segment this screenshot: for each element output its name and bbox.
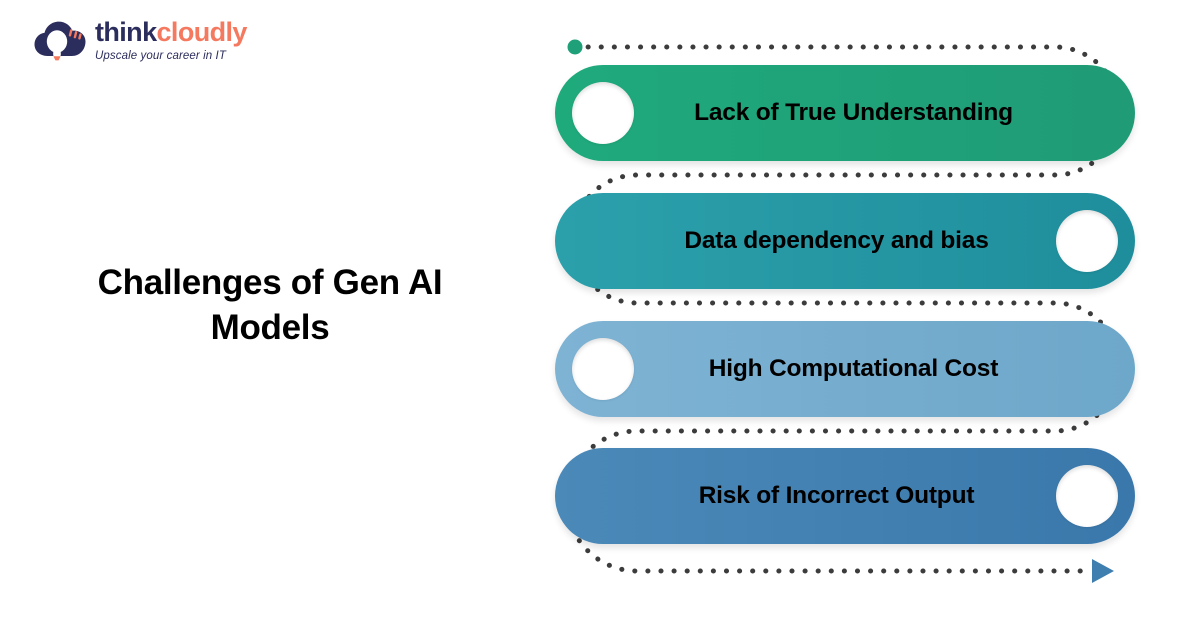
flow-step-label: Lack of True Understanding	[694, 99, 1013, 126]
brand-wordmark: thinkcloudly Upscale your career in IT	[95, 19, 247, 63]
flow-step-4[interactable]: Risk of Incorrect Output	[555, 448, 1135, 544]
brand-logo: thinkcloudly Upscale your career in IT	[34, 18, 247, 64]
flow-step-1[interactable]: Lack of True Understanding	[555, 65, 1135, 161]
flow-step-3[interactable]: High Computational Cost	[555, 321, 1135, 417]
brand-word-cloudly: cloudly	[156, 17, 248, 48]
arrow-right-icon	[1092, 559, 1114, 583]
step-knob-icon	[1056, 465, 1118, 527]
flow-step-2[interactable]: Data dependency and bias	[555, 193, 1135, 289]
brand-name: thinkcloudly	[95, 19, 247, 46]
cloud-lightbulb-icon	[34, 21, 86, 61]
page-title: Challenges of Gen AI Models	[97, 263, 443, 348]
step-knob-icon	[572, 338, 634, 400]
step-knob-icon	[1056, 210, 1118, 272]
flow-diagram: Lack of True Understanding Data dependen…	[520, 20, 1180, 600]
flow-step-label: High Computational Cost	[708, 355, 999, 382]
path-start-dot	[567, 39, 583, 55]
brand-tagline: Upscale your career in IT	[95, 50, 226, 63]
flow-step-label: Data dependency and bias	[684, 227, 989, 254]
brand-word-think: think	[95, 17, 157, 48]
step-knob-icon	[572, 82, 634, 144]
flow-step-label: Risk of Incorrect Output	[698, 482, 975, 509]
